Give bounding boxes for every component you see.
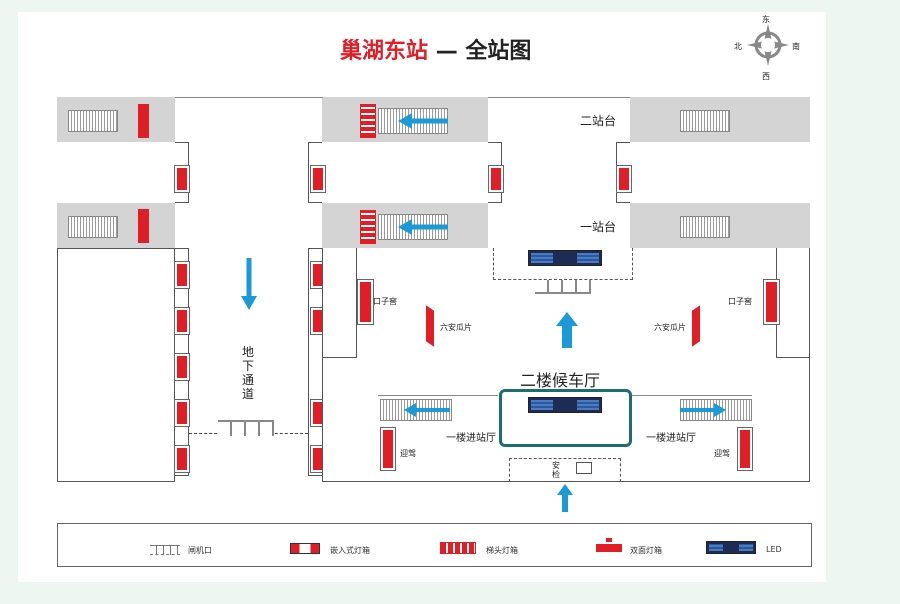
label-liuan-right: 六安瓜片: [654, 323, 686, 332]
security-machine: [576, 462, 592, 474]
arrow-left-icon: [398, 219, 448, 235]
stairs: [68, 216, 118, 238]
platform2-label: 二站台: [580, 114, 617, 128]
platform1-label: 一站台: [580, 220, 617, 234]
embedded-lightbox: [763, 279, 780, 325]
embedded-lightbox: [174, 399, 190, 427]
double-lightbox: [138, 209, 149, 243]
compass-east: 东: [762, 15, 770, 24]
legend-gate-label: 闸机口: [188, 546, 212, 555]
double-lightbox: [138, 104, 149, 138]
legend-head-label: 梯头灯箱: [486, 546, 518, 555]
embedded-lightbox: [174, 307, 190, 335]
embedded-lightbox: [310, 165, 326, 193]
legend-double-label: 双面灯箱: [630, 546, 662, 555]
label-yingjia-right: 迎驾: [714, 449, 730, 458]
legend-led-label: LED: [766, 545, 782, 554]
page-title: 巢湖东站 — 全站图: [340, 33, 570, 65]
head-lightbox: [360, 210, 376, 244]
legend: [57, 523, 812, 567]
label-security: 安检: [552, 461, 560, 479]
double-lightbox: [692, 305, 700, 347]
led-legend-icon: [706, 541, 756, 554]
gate: [535, 280, 591, 294]
stairs: [680, 216, 730, 238]
embedded-lightbox: [174, 261, 190, 289]
double-lightbox: [426, 305, 434, 347]
head-legend-icon: [440, 542, 476, 554]
label-kouzi-left: 口子窖: [373, 297, 397, 306]
hall-label: 二楼候车厅: [520, 371, 601, 390]
label-yingjia-left: 迎驾: [400, 449, 416, 458]
arrow-down-icon: [241, 258, 257, 310]
hall-highlight: [499, 389, 632, 447]
embedded-lightbox: [174, 353, 190, 381]
stairs: [68, 110, 118, 132]
title-dash: —: [435, 39, 458, 64]
label-entry-right: 一楼进站厅: [646, 433, 696, 444]
label-kouzi-right: 口子窖: [728, 297, 752, 306]
embedded-lightbox: [174, 165, 190, 193]
arrow-right-icon: [680, 403, 726, 417]
compass-south: 南: [792, 42, 800, 51]
gate-legend-icon: [150, 545, 180, 555]
embedded-lightbox: [737, 427, 753, 471]
led-screen: [528, 250, 602, 266]
label-liuan-left: 六安瓜片: [440, 323, 472, 332]
stairs: [680, 110, 730, 132]
embedded-lightbox: [174, 445, 190, 473]
arrow-up-icon: [557, 484, 573, 512]
underpass-label: 地下通道: [242, 345, 255, 401]
compass-north: 北: [734, 42, 742, 51]
compass-icon: [745, 22, 791, 68]
arrow-left-icon: [404, 403, 450, 417]
double-legend-icon: [596, 544, 622, 552]
arrow-up-icon: [556, 312, 578, 348]
label-entry-left: 一楼进站厅: [446, 433, 496, 444]
title-subtitle: 全站图: [465, 39, 532, 64]
embedded-lightbox: [380, 427, 396, 471]
station-name: 巢湖东站: [340, 39, 429, 64]
gate: [218, 420, 274, 436]
head-lightbox: [360, 104, 376, 138]
compass-west: 西: [762, 72, 770, 81]
embedded-legend-icon: [290, 543, 320, 554]
embedded-lightbox: [616, 165, 632, 193]
embedded-lightbox: [488, 165, 504, 193]
legend-embedded-label: 嵌入式灯箱: [330, 546, 370, 555]
arrow-left-icon: [398, 113, 448, 129]
embedded-lightbox: [357, 279, 374, 325]
led-screen: [528, 397, 602, 413]
